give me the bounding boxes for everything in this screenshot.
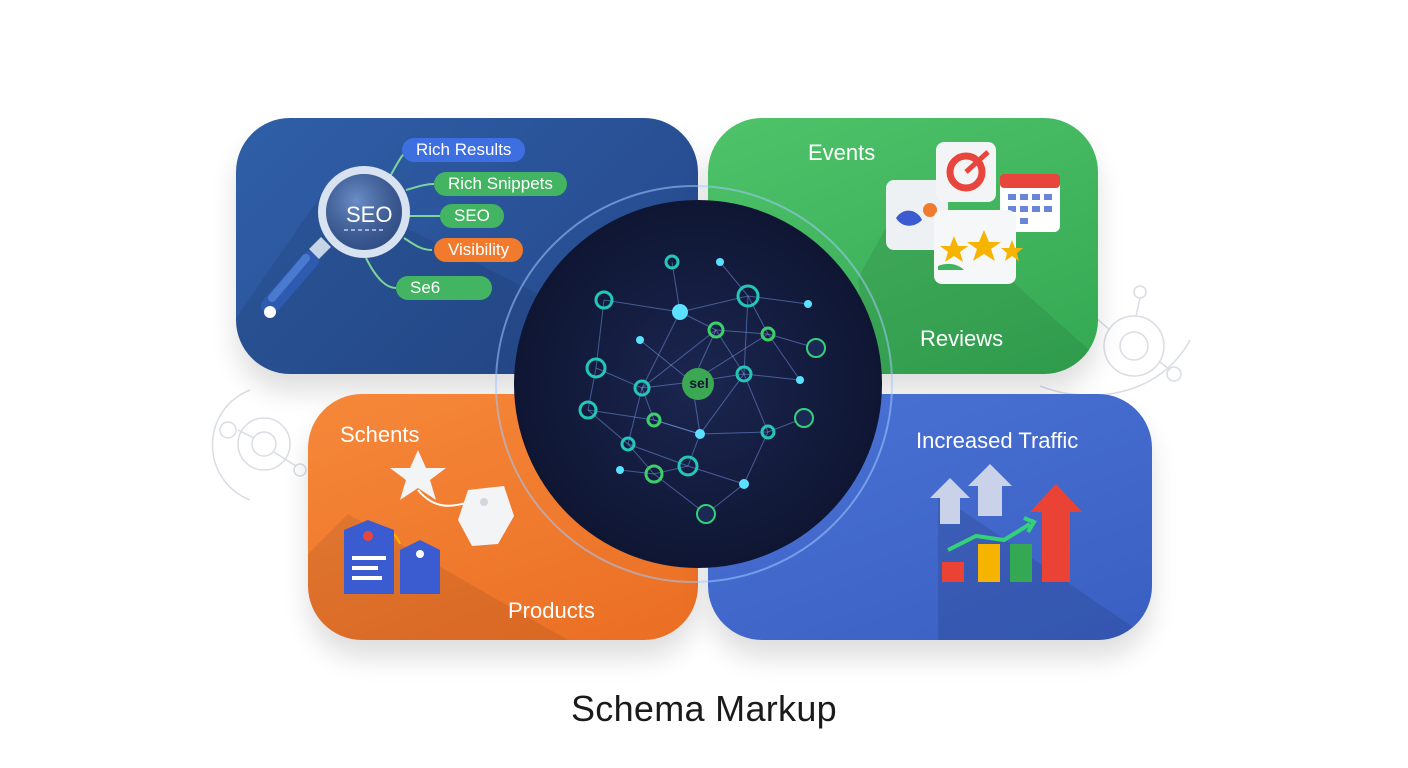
growth-chart-icon (930, 464, 1082, 582)
pill-se6: Se6 (396, 276, 492, 300)
stars-icon (940, 230, 1023, 262)
network-nodes (578, 254, 826, 524)
star-icon (390, 450, 446, 500)
label-products: Products (508, 598, 595, 623)
hub-center-node (682, 368, 714, 400)
traffic-illustration (930, 464, 1152, 640)
magnifier-icon (261, 166, 410, 318)
events-illustration (858, 142, 1098, 374)
magnifier-label: SEO (346, 202, 393, 227)
pill-seo: SEO (440, 204, 504, 228)
price-tag-icon (344, 520, 394, 594)
label-increased-traffic: Increased Traffic (916, 428, 1079, 453)
label-reviews: Reviews (920, 326, 1004, 351)
pill-rich-results: Rich Results (402, 138, 526, 162)
label-events: Events (808, 140, 876, 165)
price-tag-small-icon (400, 540, 440, 594)
hub-center-label: sel (689, 375, 709, 391)
page-title: Schema Markup (570, 688, 837, 729)
label-schents: Schents (340, 422, 420, 447)
